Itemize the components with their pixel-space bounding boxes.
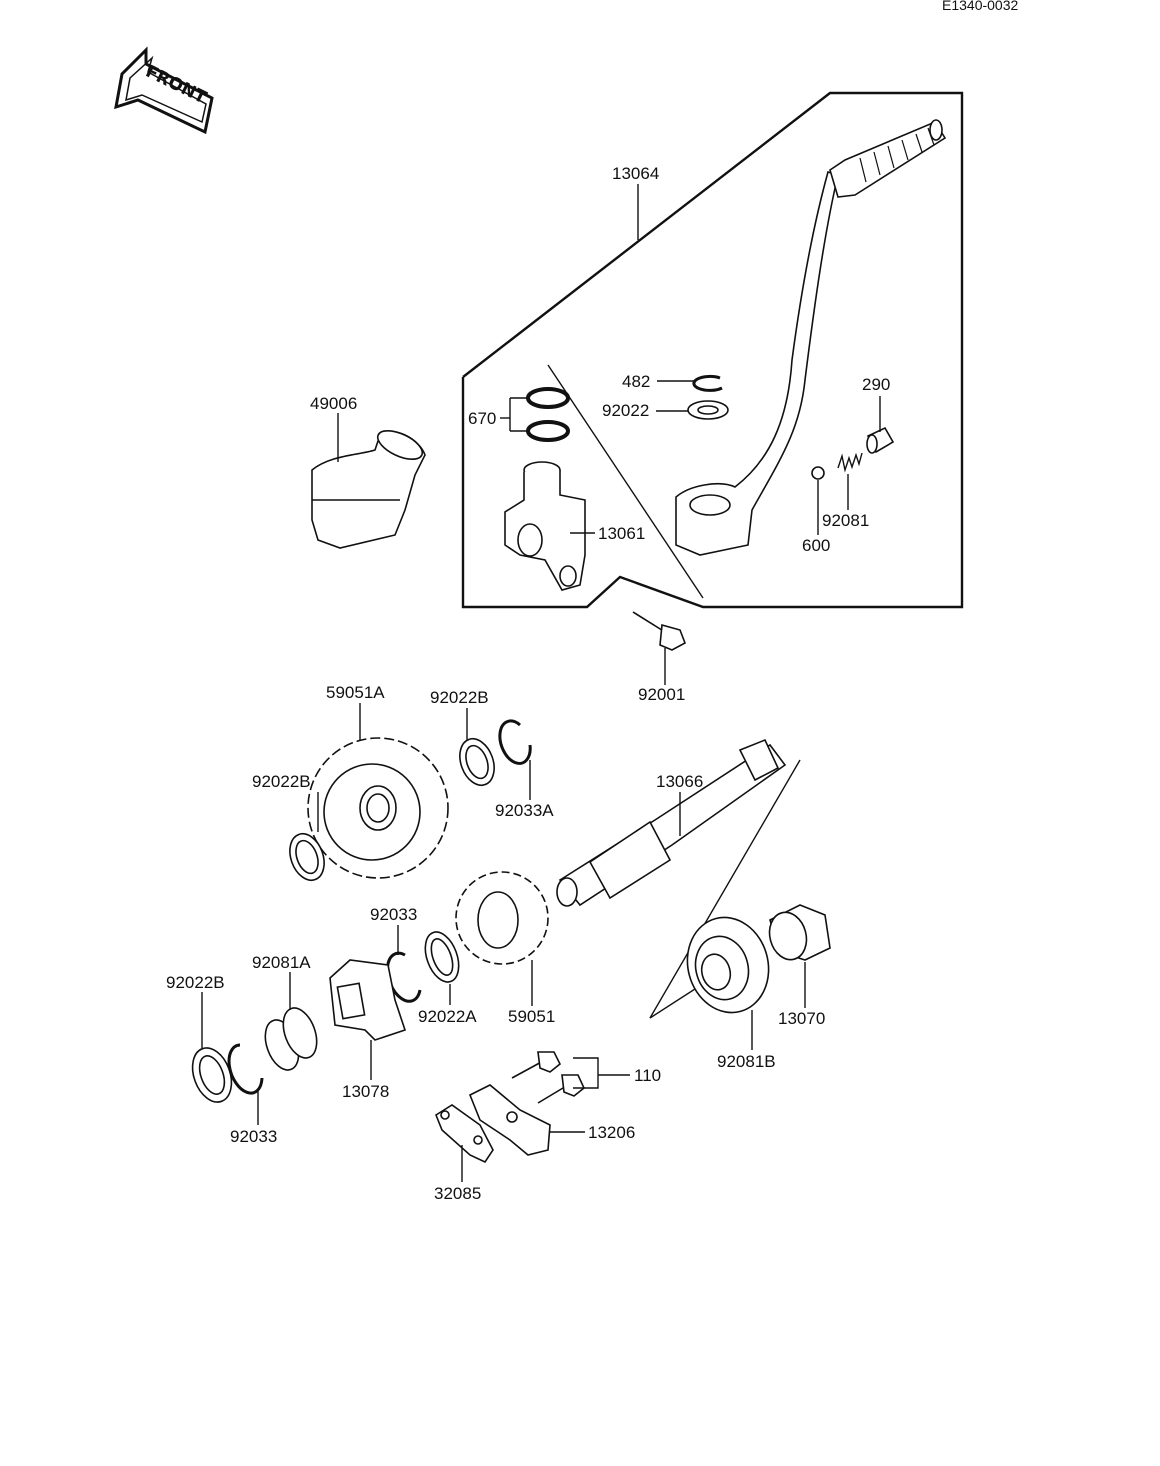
plate-13206 [468,1084,551,1156]
label-13206: 13206 [588,1123,635,1142]
label-49006: 49006 [310,394,357,413]
label-13070: 13070 [778,1009,825,1028]
bolt-pedal-icon [632,611,686,651]
label-92022: 92022 [602,401,649,420]
label-482: 482 [622,372,650,391]
plate-32085 [435,1104,494,1164]
label-290: 290 [862,375,890,394]
label-92081b: 92081B [717,1052,776,1071]
label-92022b-left: 92022B [252,772,311,791]
circlip-bottom-icon [227,1043,264,1095]
washer-b-top [459,737,495,787]
label-670: 670 [468,409,496,428]
diagram-code: E1340-0032 [942,0,1019,13]
small-gear [455,871,549,965]
label-92022a: 92022A [418,1007,477,1026]
guide-part [768,904,831,961]
label-59051a: 59051A [326,683,385,702]
label-13061: 13061 [598,524,645,543]
washer-top [687,400,729,420]
large-gear [307,737,449,879]
label-92022b-bottom: 92022B [166,973,225,992]
kick-shaft [556,738,787,907]
washer-a [424,931,460,983]
detent-parts [811,426,895,480]
label-92081: 92081 [822,511,869,530]
washer-b-bottom [191,1047,233,1103]
front-arrow-icon: FRONT [114,46,214,135]
label-110: 110 [634,1066,661,1085]
washer-b-left [289,832,325,882]
label-32085: 32085 [434,1184,481,1203]
spring-b [649,759,801,1019]
label-13066: 13066 [656,772,703,791]
cover-part [311,429,426,549]
label-13064: 13064 [612,164,659,183]
label-92081a: 92081A [252,953,311,972]
label-59051: 59051 [508,1007,555,1026]
label-13078: 13078 [342,1082,389,1101]
ratchet-part [329,959,407,1041]
circlip-a-icon [498,719,532,765]
label-92022b-top: 92022B [430,688,489,707]
circlip-icon [692,374,723,392]
o-ring-pair [526,387,570,442]
label-600: 600 [802,536,830,555]
leader-lines [201,184,881,1182]
kick-pedal-assembly-box [461,91,964,609]
label-92033a: 92033A [495,801,554,820]
kick-pedal-lever [675,119,947,556]
label-92033-mid: 92033 [370,905,417,924]
label-92033-bottom: 92033 [230,1127,277,1146]
label-92001: 92001 [638,685,685,704]
spring-a [264,1007,318,1071]
plate-bolts [511,1051,585,1104]
boss-part [504,461,586,591]
